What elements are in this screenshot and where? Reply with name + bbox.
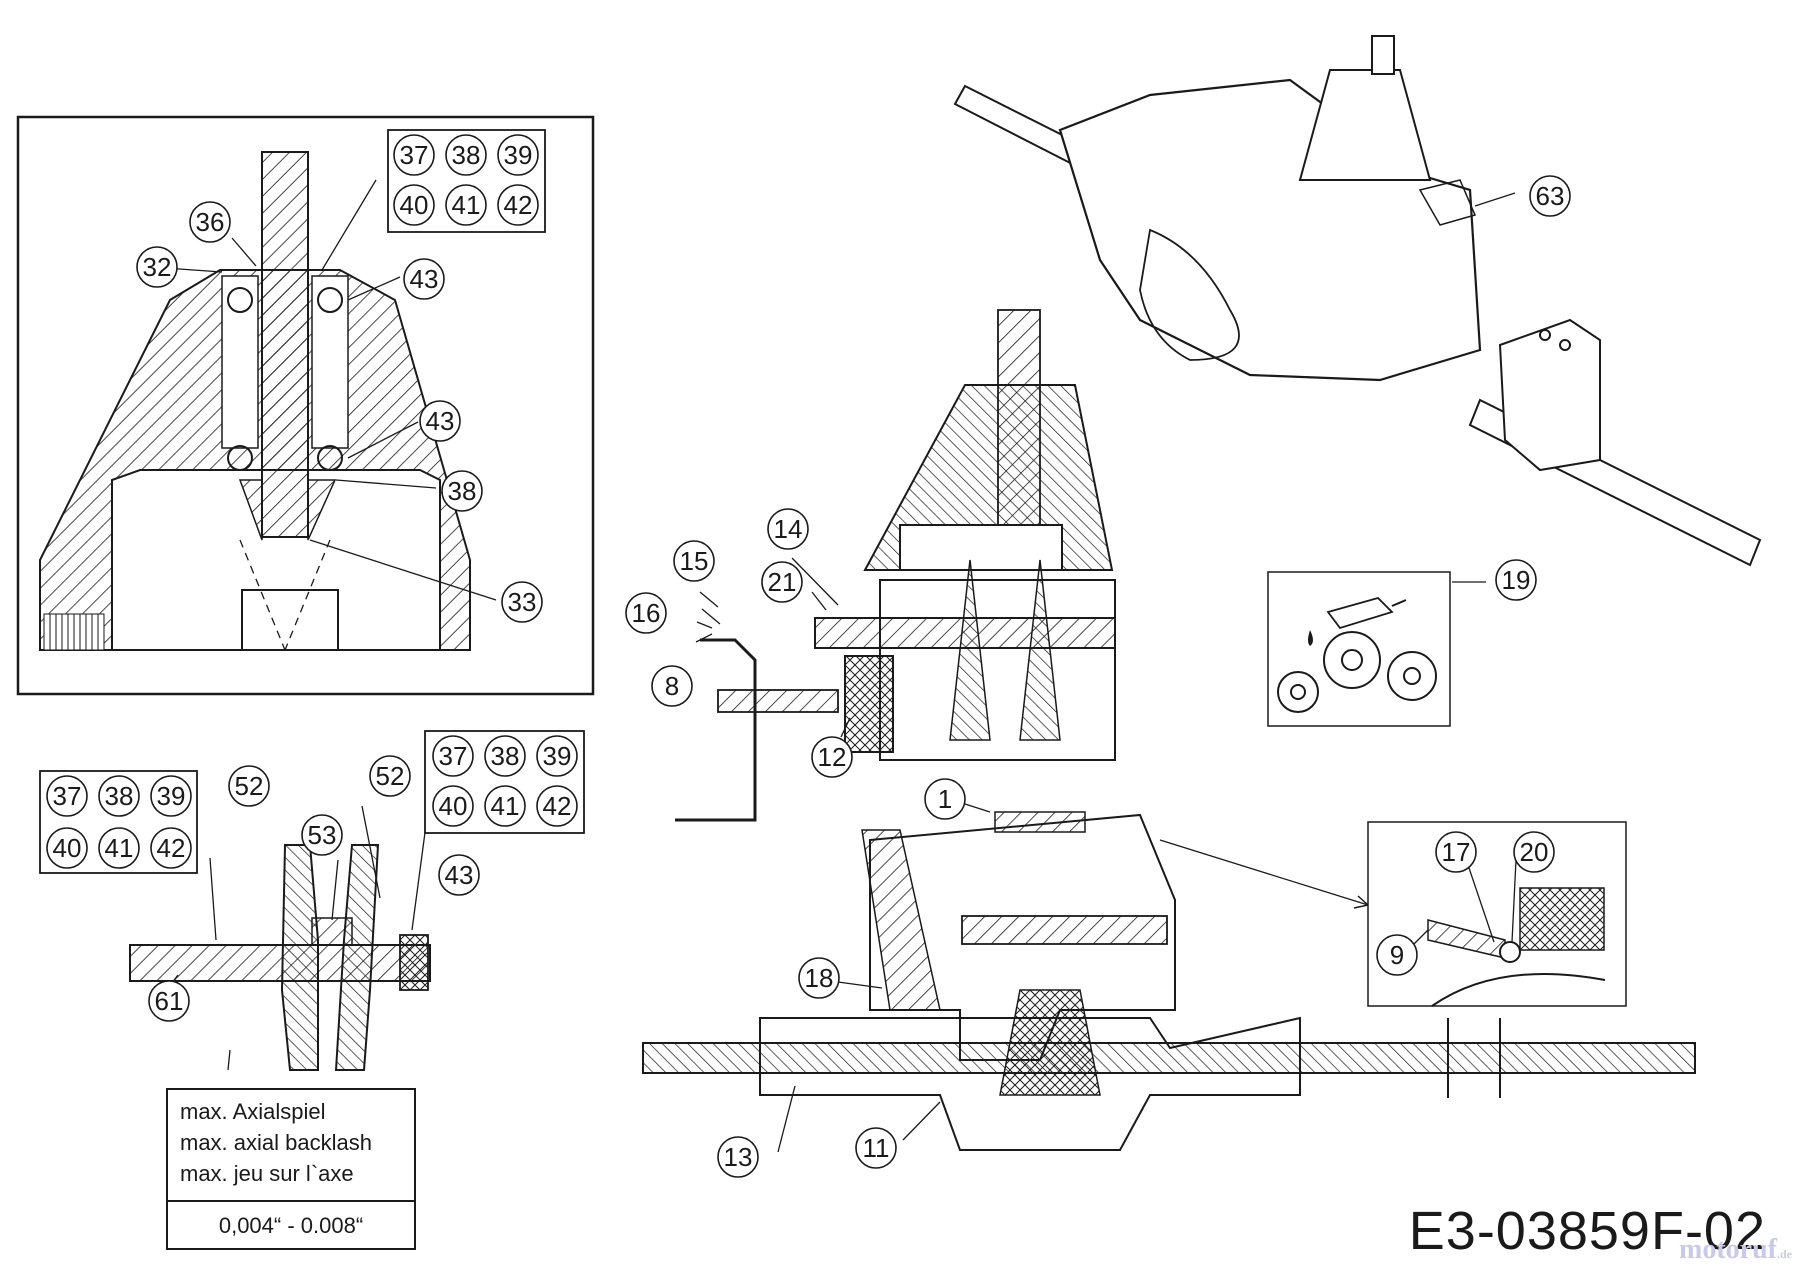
part-group-left: 37 38 39 40 41 42 <box>39 770 198 874</box>
svg-text:38: 38 <box>491 741 520 771</box>
spec-label-fr: max. jeu sur l`axe <box>180 1161 354 1186</box>
svg-text:40: 40 <box>400 190 429 220</box>
svg-text:21: 21 <box>768 567 797 597</box>
spec-label-de: max. Axialspiel <box>180 1099 326 1124</box>
callout-9: 9 <box>1376 934 1418 976</box>
svg-text:1: 1 <box>938 784 952 814</box>
spec-value: 0,004“ - 0.008“ <box>218 1213 364 1238</box>
callout-63: 63 <box>1529 175 1571 217</box>
watermark-suffix: .de <box>1777 1247 1792 1261</box>
idler-shaft-detail <box>129 794 431 1071</box>
svg-text:14: 14 <box>774 514 803 544</box>
axial-backlash-spec-box: max. Axialspiel max. axial backlash max.… <box>166 1088 416 1250</box>
callout-38: 38 <box>441 470 483 512</box>
callout-32: 32 <box>136 246 178 288</box>
callout-36: 36 <box>189 201 231 243</box>
callout-43-a: 43 <box>403 258 445 300</box>
callout-43-c: 43 <box>438 854 480 896</box>
callout-16: 16 <box>625 592 667 634</box>
svg-text:43: 43 <box>426 406 455 436</box>
svg-text:41: 41 <box>452 190 481 220</box>
svg-text:39: 39 <box>504 140 533 170</box>
callout-19: 19 <box>1495 559 1537 601</box>
bevel-housing-section <box>675 309 1116 822</box>
svg-text:63: 63 <box>1536 181 1565 211</box>
spec-label-en: max. axial backlash <box>180 1130 372 1155</box>
svg-text:53: 53 <box>308 820 337 850</box>
svg-text:36: 36 <box>196 207 225 237</box>
part-group-upper: 37 38 39 40 41 42 <box>387 129 546 233</box>
svg-text:52: 52 <box>235 771 264 801</box>
svg-text:37: 37 <box>53 781 82 811</box>
lubricant-icon-box <box>1267 571 1486 727</box>
drawing-code: E3-03859F-02 <box>1408 1201 1766 1261</box>
svg-text:11: 11 <box>863 1133 890 1163</box>
svg-text:38: 38 <box>448 476 477 506</box>
svg-text:41: 41 <box>105 833 134 863</box>
callout-15: 15 <box>673 540 715 582</box>
svg-text:9: 9 <box>1390 940 1404 970</box>
svg-text:41: 41 <box>491 791 520 821</box>
svg-text:13: 13 <box>724 1142 753 1172</box>
svg-text:38: 38 <box>452 140 481 170</box>
callout-18: 18 <box>798 957 840 999</box>
callout-43-b: 43 <box>419 400 461 442</box>
svg-text:20: 20 <box>1520 837 1549 867</box>
watermark-name: motoruf <box>1679 1234 1777 1265</box>
svg-text:43: 43 <box>445 860 474 890</box>
callout-21: 21 <box>761 561 803 603</box>
callout-8: 8 <box>651 665 693 707</box>
svg-text:12: 12 <box>818 742 847 772</box>
svg-text:61: 61 <box>155 986 184 1016</box>
svg-text:37: 37 <box>400 140 429 170</box>
callout-13: 13 <box>717 1136 759 1178</box>
svg-text:18: 18 <box>805 963 834 993</box>
callout-17: 17 <box>1435 831 1477 873</box>
svg-text:33: 33 <box>508 587 537 617</box>
callout-11: 11 <box>855 1127 897 1169</box>
callout-61: 61 <box>148 980 190 1022</box>
callout-bubbles: 36 32 43 43 38 33 14 15 21 16 8 12 63 19… <box>136 175 1571 1178</box>
transaxle-assembly-view <box>953 35 1762 567</box>
svg-text:37: 37 <box>439 741 468 771</box>
watermark-logo: motoruf.de <box>1679 1234 1792 1266</box>
svg-text:40: 40 <box>439 791 468 821</box>
svg-text:39: 39 <box>543 741 572 771</box>
svg-text:38: 38 <box>105 781 134 811</box>
svg-text:42: 42 <box>543 791 572 821</box>
callout-20: 20 <box>1513 831 1555 873</box>
callout-1: 1 <box>924 778 966 820</box>
svg-text:16: 16 <box>632 598 661 628</box>
svg-text:52: 52 <box>376 761 405 791</box>
callout-52-b: 52 <box>369 755 411 797</box>
svg-text:19: 19 <box>1502 565 1531 595</box>
output-shaft-section <box>16 115 595 696</box>
svg-text:43: 43 <box>410 264 439 294</box>
svg-text:15: 15 <box>680 546 709 576</box>
svg-text:42: 42 <box>157 833 186 863</box>
svg-text:8: 8 <box>665 671 679 701</box>
callout-33: 33 <box>501 581 543 623</box>
svg-text:17: 17 <box>1442 837 1471 867</box>
callout-12: 12 <box>811 736 853 778</box>
svg-text:42: 42 <box>504 190 533 220</box>
part-group-right: 37 38 39 40 41 42 <box>424 730 585 834</box>
callout-53: 53 <box>301 814 343 856</box>
svg-text:32: 32 <box>143 252 172 282</box>
callout-52-a: 52 <box>228 765 270 807</box>
transaxle-top-section <box>642 803 1696 1153</box>
seal-detail-box <box>1367 821 1627 1007</box>
svg-text:40: 40 <box>53 833 82 863</box>
svg-text:39: 39 <box>157 781 186 811</box>
spec-labels: max. Axialspiel max. axial backlash max.… <box>168 1090 414 1202</box>
callout-14: 14 <box>767 508 809 550</box>
